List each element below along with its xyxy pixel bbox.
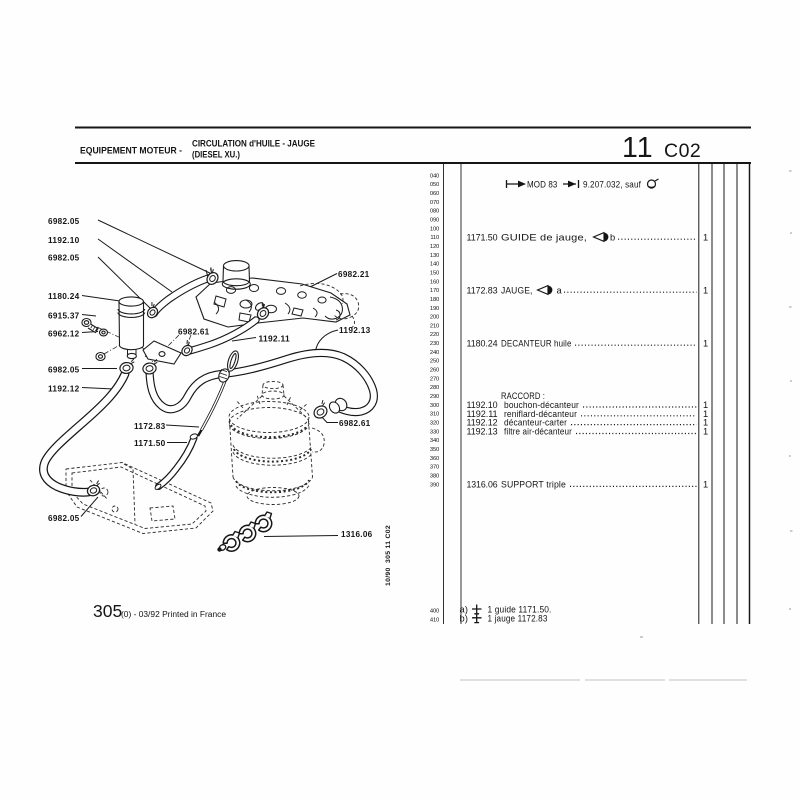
svg-text:1192.13: 1192.13: [467, 427, 498, 437]
svg-text:1 jauge 1172.83: 1 jauge 1172.83: [488, 614, 548, 624]
svg-text:350: 350: [430, 447, 439, 453]
svg-text:380: 380: [430, 474, 439, 480]
svg-text:décanteur-carter: décanteur-carter: [504, 418, 567, 428]
svg-text:1192.13: 1192.13: [339, 325, 371, 335]
svg-text:180: 180: [430, 297, 439, 303]
svg-text:160: 160: [430, 279, 439, 285]
svg-text:110: 110: [430, 235, 439, 241]
svg-text:6982.05: 6982.05: [48, 253, 80, 263]
svg-text:040: 040: [430, 173, 439, 179]
svg-text:6982.05: 6982.05: [48, 365, 80, 375]
svg-text:RACCORD :: RACCORD :: [501, 391, 545, 401]
svg-text:200: 200: [430, 315, 439, 321]
svg-text:060: 060: [430, 191, 439, 197]
svg-text:6982.61: 6982.61: [339, 418, 371, 428]
svg-text:DECANTEUR huile: DECANTEUR huile: [501, 338, 572, 348]
svg-text:1192.10: 1192.10: [467, 400, 498, 410]
svg-text:070: 070: [430, 200, 439, 206]
svg-text:1316.06: 1316.06: [341, 529, 373, 539]
svg-text:1172.83: 1172.83: [134, 421, 166, 431]
svg-text:1192.11: 1192.11: [467, 409, 498, 419]
svg-text:reniflard-décanteur: reniflard-décanteur: [504, 409, 577, 419]
svg-text:1: 1: [703, 418, 708, 428]
svg-text:290: 290: [430, 394, 439, 400]
svg-text:1180.24: 1180.24: [467, 338, 498, 348]
svg-text:1171.50: 1171.50: [134, 438, 166, 448]
svg-text:250: 250: [430, 359, 439, 365]
svg-text:1: 1: [703, 285, 708, 295]
svg-text:320: 320: [430, 421, 439, 427]
svg-text:filtre air-décanteur: filtre air-décanteur: [504, 427, 572, 437]
svg-text:GUIDE de jauge,: GUIDE de jauge,: [501, 232, 587, 242]
svg-text:330: 330: [430, 429, 439, 435]
svg-text:6982.21: 6982.21: [338, 269, 370, 279]
svg-text:1192.10: 1192.10: [48, 235, 80, 245]
svg-text:100: 100: [430, 226, 439, 232]
svg-text:300: 300: [430, 403, 439, 409]
svg-text:400: 400: [430, 609, 439, 615]
svg-text:1171.50: 1171.50: [467, 232, 498, 242]
svg-text:190: 190: [430, 306, 439, 312]
svg-text:6982.61: 6982.61: [178, 327, 210, 337]
svg-text:370: 370: [430, 465, 439, 471]
svg-text:10/90 305 11 C02: 10/90 305 11 C02: [385, 525, 392, 586]
svg-text:b): b): [460, 614, 469, 624]
svg-text:150: 150: [430, 270, 439, 276]
svg-text:1: 1: [703, 480, 708, 490]
svg-text:1: 1: [703, 338, 708, 348]
svg-text:11: 11: [622, 132, 654, 164]
svg-text:130: 130: [430, 253, 439, 259]
svg-text:140: 140: [430, 262, 439, 268]
svg-text:6962.12: 6962.12: [48, 329, 80, 339]
svg-text:1 guide 1171.50.: 1 guide 1171.50.: [488, 605, 552, 615]
svg-text:090: 090: [430, 217, 439, 223]
svg-text:C02: C02: [664, 140, 701, 162]
svg-text:JAUGE,: JAUGE,: [501, 285, 533, 295]
svg-text:6915.37: 6915.37: [48, 311, 80, 321]
svg-text:410: 410: [430, 617, 439, 623]
svg-text:280: 280: [430, 385, 439, 391]
svg-text:1180.24: 1180.24: [48, 291, 80, 301]
svg-text:(0) - 03/92 Printed in France: (0) - 03/92 Printed in France: [121, 610, 227, 619]
svg-text:MOD 83: MOD 83: [527, 179, 558, 189]
svg-text:1: 1: [703, 409, 708, 419]
svg-text:EQUIPEMENT MOTEUR -: EQUIPEMENT MOTEUR -: [80, 146, 182, 157]
svg-text:a): a): [460, 605, 469, 615]
svg-text:340: 340: [430, 438, 439, 444]
svg-text:240: 240: [430, 350, 439, 356]
svg-text:360: 360: [430, 456, 439, 462]
svg-text:390: 390: [430, 482, 439, 488]
svg-text:SUPPORT triple: SUPPORT triple: [501, 480, 566, 490]
svg-text:1172.83: 1172.83: [467, 285, 498, 295]
svg-text:1192.12: 1192.12: [48, 384, 80, 394]
svg-text:1316.06: 1316.06: [467, 480, 498, 490]
svg-text:1192.12: 1192.12: [467, 418, 498, 428]
svg-text:CIRCULATION d'HUILE - JAUGE: CIRCULATION d'HUILE - JAUGE: [192, 139, 315, 150]
svg-text:170: 170: [430, 288, 439, 294]
svg-text:(DIESEL XU.): (DIESEL XU.): [192, 150, 240, 161]
svg-text:a: a: [557, 285, 563, 295]
svg-text:080: 080: [430, 209, 439, 215]
svg-text:120: 120: [430, 244, 439, 250]
svg-text:305: 305: [93, 601, 122, 621]
svg-text:310: 310: [430, 412, 439, 418]
svg-text:6982.05: 6982.05: [48, 216, 80, 226]
svg-text:270: 270: [430, 376, 439, 382]
svg-text:260: 260: [430, 368, 439, 374]
svg-text:1: 1: [703, 232, 708, 242]
svg-text:210: 210: [430, 323, 439, 329]
svg-text:220: 220: [430, 332, 439, 338]
svg-text:bouchon-décanteur: bouchon-décanteur: [504, 400, 579, 410]
svg-text:1: 1: [703, 400, 708, 410]
svg-text:230: 230: [430, 341, 439, 347]
svg-text:1192.11: 1192.11: [259, 334, 291, 344]
svg-text:6982.05: 6982.05: [48, 513, 80, 523]
svg-text:050: 050: [430, 182, 439, 188]
svg-text:1: 1: [703, 427, 708, 437]
svg-text:9.207.032, sauf: 9.207.032, sauf: [583, 179, 641, 189]
svg-text:b: b: [610, 232, 615, 242]
